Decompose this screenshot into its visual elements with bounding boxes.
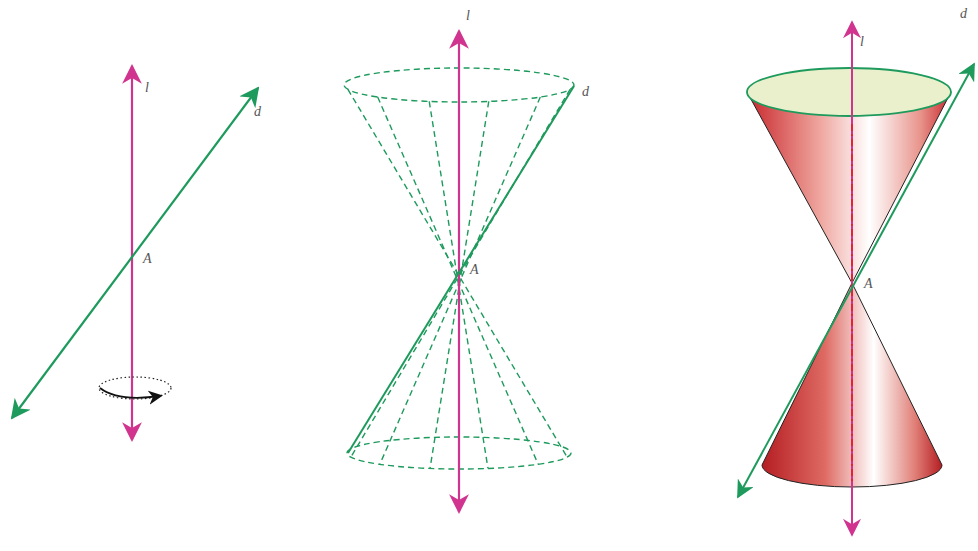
point-label: A (141, 251, 154, 267)
axis-label: l (464, 8, 472, 24)
axis-label: l (858, 34, 866, 50)
panel-three (738, 22, 974, 535)
line-label: d (580, 84, 591, 100)
point-label: A (862, 276, 875, 292)
point-label: A (468, 262, 481, 278)
line-label: d (958, 6, 969, 22)
panel-one (12, 66, 258, 440)
line-label: d (252, 104, 263, 120)
axis-label: l (143, 80, 151, 96)
panel-two (344, 31, 574, 512)
